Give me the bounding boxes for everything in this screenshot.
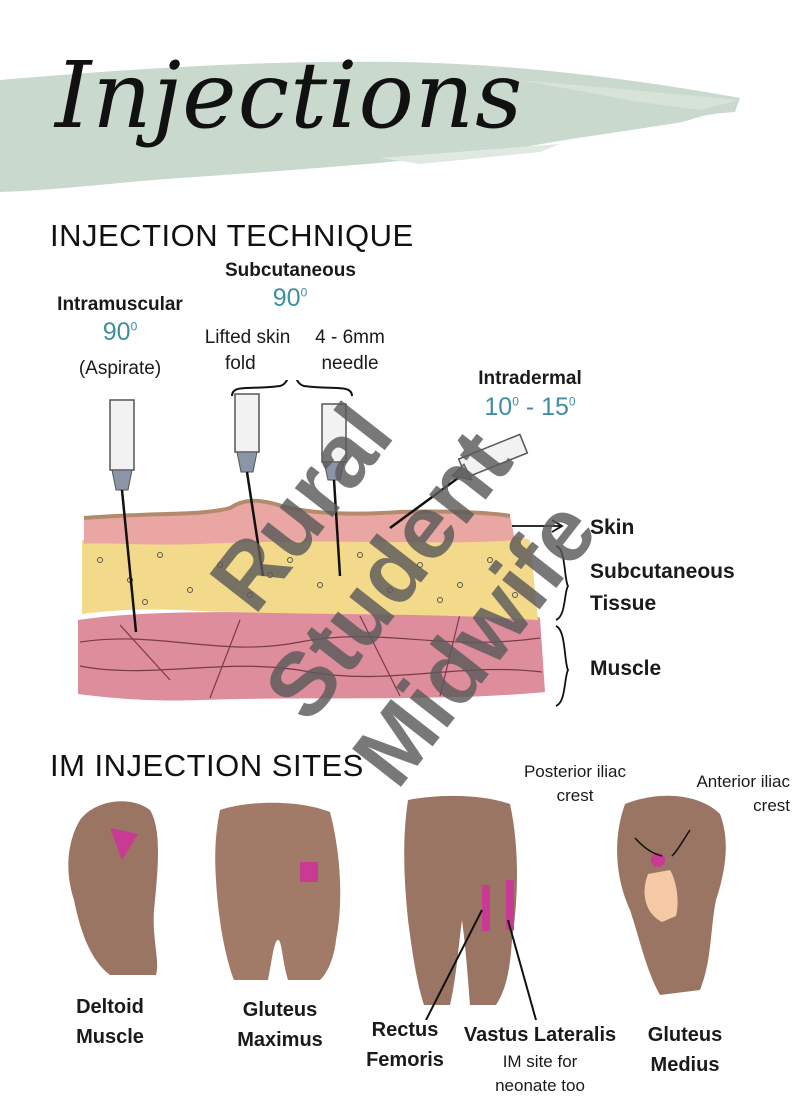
skin-layer xyxy=(84,500,515,545)
posterior-iliac-crest-label: Posterior iliac crest xyxy=(523,762,627,805)
im-injection-sites-heading: IM INJECTION SITES xyxy=(50,748,364,783)
subcutaneous-angle: 900 xyxy=(272,284,308,312)
rectus-femoris-injection-site xyxy=(482,885,490,931)
muscle-layer xyxy=(78,605,545,701)
intramuscular-note: (Aspirate) xyxy=(78,358,162,379)
vastus-lateralis-note: IM site for neonate too xyxy=(495,1052,585,1095)
hip-figure xyxy=(617,795,726,995)
deltoid-injection-site xyxy=(110,828,138,860)
subcutaneous-layer xyxy=(82,532,538,620)
lifted-skin-fold-note: Lifted skin fold xyxy=(204,327,291,374)
muscle-layer-label: Muscle xyxy=(590,657,662,680)
intradermal-angle: 100 - 150 xyxy=(484,393,576,421)
needle-length-note: 4 - 6mm needle xyxy=(315,327,385,374)
header-brush-stroke xyxy=(0,61,740,192)
subcutaneous-tissue-label: Subcutaneous Tissue xyxy=(590,560,735,615)
intramuscular-needle xyxy=(109,399,138,633)
vastus-lateralis-label: Vastus Lateralis xyxy=(463,1024,617,1046)
vastus-lateralis-injection-site xyxy=(506,880,514,930)
gluteus-maximus-injection-site xyxy=(300,862,318,882)
injection-technique-heading: INJECTION TECHNIQUE xyxy=(50,218,414,253)
subcutaneous-label: Subcutaneous xyxy=(225,260,356,281)
page-title: Injections xyxy=(55,42,524,149)
skin-layer-label: Skin xyxy=(590,516,635,539)
hand-landmark xyxy=(644,870,678,922)
rectus-femoris-label: Rectus Femoris xyxy=(366,1019,444,1071)
intradermal-label: Intradermal xyxy=(478,368,582,389)
subcutaneous-needle-fold xyxy=(234,393,265,577)
body-figures xyxy=(68,795,726,1020)
gluteus-maximus-figure xyxy=(215,802,341,980)
subcutaneous-needle xyxy=(321,403,347,577)
deltoid-muscle-label: Deltoid Muscle xyxy=(76,996,144,1048)
intramuscular-angle: 900 xyxy=(102,318,138,346)
intradermal-needle xyxy=(389,433,529,530)
intramuscular-label: Intramuscular xyxy=(57,294,183,315)
thigh-figure xyxy=(404,795,517,1005)
gluteus-maximus-label: Gluteus Maximus xyxy=(237,999,323,1051)
deltoid-figure xyxy=(68,801,158,975)
tissue-cross-section xyxy=(78,380,570,707)
gluteus-medius-label: Gluteus Medius xyxy=(647,1024,723,1076)
anterior-iliac-crest-label: Anterior iliac crest xyxy=(696,772,790,815)
